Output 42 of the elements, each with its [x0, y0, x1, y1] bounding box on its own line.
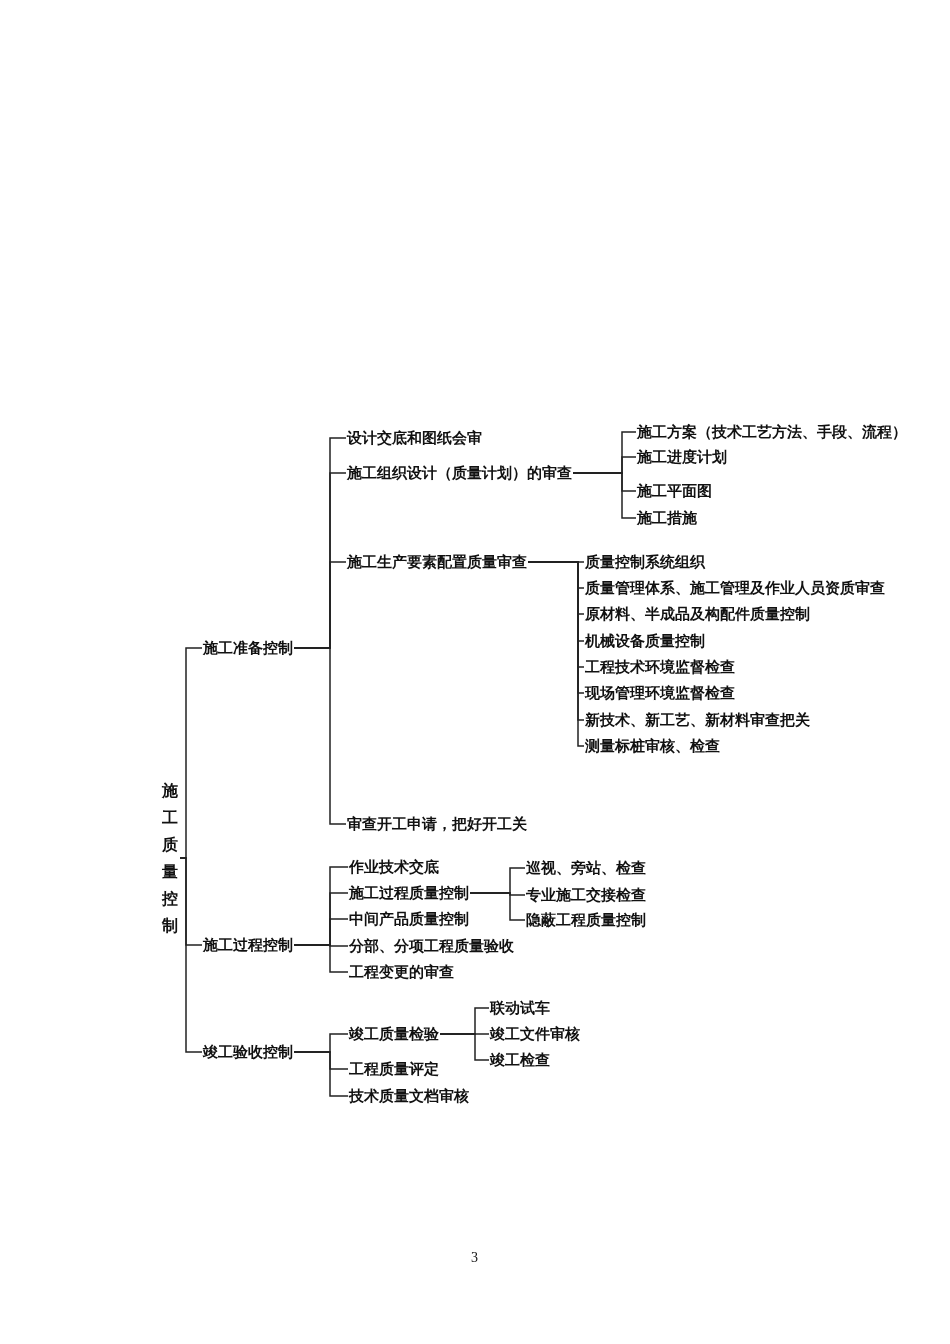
branch-label: 测量标桩审核、检查 — [585, 736, 720, 756]
branch-label: 施工措施 — [637, 508, 697, 528]
branch-label: 工程变更的审查 — [349, 962, 454, 982]
branch-label: 隐蔽工程质量控制 — [526, 910, 646, 930]
branch-label: 巡视、旁站、检查 — [526, 858, 646, 878]
branch-label: 中间产品质量控制 — [349, 909, 469, 929]
branch-label: 竣工文件审核 — [490, 1024, 580, 1044]
branch-label: 施工准备控制 — [203, 638, 293, 658]
branch-label: 新技术、新工艺、新材料审查把关 — [585, 710, 810, 730]
branch-label: 竣工验收控制 — [203, 1042, 293, 1062]
branch-label: 竣工检查 — [490, 1050, 550, 1070]
connector-line — [572, 472, 637, 519]
branch-label: 质量控制系统组织 — [585, 552, 705, 572]
branch-label: 施工进度计划 — [637, 447, 727, 467]
branch-label: 审查开工申请，把好开工关 — [347, 814, 527, 834]
branch-label: 施工过程质量控制 — [349, 883, 469, 903]
connector-line — [293, 1051, 349, 1097]
connector-line — [469, 892, 526, 921]
branch-label: 现场管理环境监督检查 — [585, 683, 735, 703]
branch-label: 施工方案（技术工艺方法、手段、流程） — [637, 422, 907, 442]
branch-label: 质量管理体系、施工管理及作业人员资质审查 — [585, 578, 885, 598]
page-number: 3 — [471, 1250, 478, 1266]
branch-label: 原材料、半成品及构配件质量控制 — [585, 604, 810, 624]
branch-label: 施工生产要素配置质量审查 — [347, 552, 527, 572]
branch-label: 分部、分项工程质量验收 — [349, 936, 514, 956]
branch-label: 技术质量文档审核 — [349, 1086, 469, 1106]
branch-label: 施工组织设计（质量计划）的审查 — [347, 463, 572, 483]
branch-label: 作业技术交底 — [349, 857, 439, 877]
connector-line — [293, 944, 349, 973]
branch-label: 联动试车 — [490, 998, 550, 1018]
connector-line — [179, 857, 203, 1053]
connector-line — [293, 647, 347, 825]
branch-label: 专业施工交接检查 — [526, 885, 646, 905]
branch-label: 施工平面图 — [637, 481, 712, 501]
connector-line — [439, 1033, 490, 1061]
branch-label: 机械设备质量控制 — [585, 631, 705, 651]
branch-label: 竣工质量检验 — [349, 1024, 439, 1044]
branch-label: 设计交底和图纸会审 — [347, 428, 482, 448]
branch-label: 施工过程控制 — [203, 935, 293, 955]
root-label: 施工质量控制 — [162, 777, 178, 939]
branch-label: 工程技术环境监督检查 — [585, 657, 735, 677]
branch-label: 工程质量评定 — [349, 1059, 439, 1079]
